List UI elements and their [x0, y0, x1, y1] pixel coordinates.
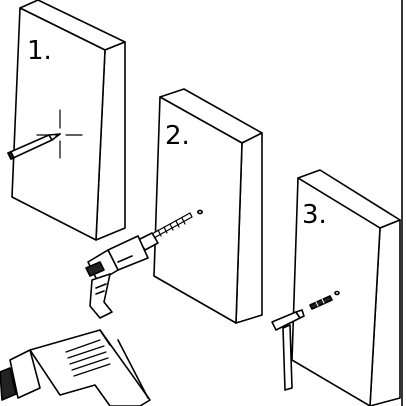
drill-icon [86, 233, 158, 318]
drill-hole [198, 210, 202, 213]
anchor-hole [335, 292, 339, 295]
step-1-label: 1. [27, 38, 52, 64]
step-2-label: 2. [165, 123, 190, 149]
drill-icon-large [0, 330, 150, 406]
step-3-label: 3. [302, 202, 327, 228]
